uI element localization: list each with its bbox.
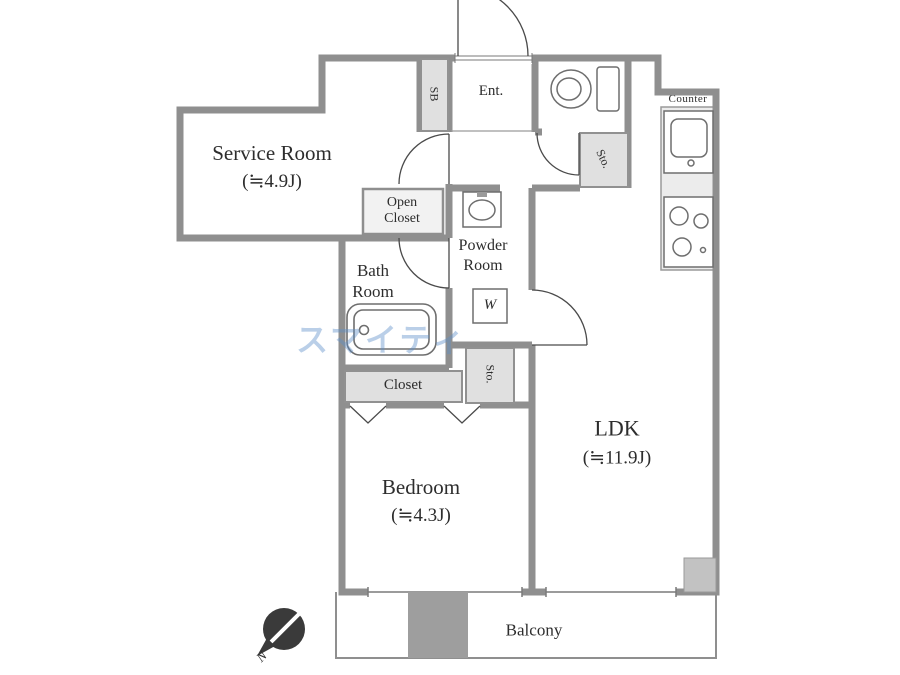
ldk-label: LDK (≒11.9J) bbox=[583, 412, 652, 471]
bedroom-name: Bedroom bbox=[381, 475, 461, 500]
washing-machine-label: W bbox=[483, 297, 497, 314]
entrance-door-arc bbox=[457, 0, 529, 57]
storage-inner-label: Sto. bbox=[483, 364, 498, 384]
bath-room-line1: Bath bbox=[356, 260, 390, 280]
powder-sink-icon bbox=[462, 191, 502, 228]
bath-room-line2: Room bbox=[352, 282, 394, 301]
bath-room-label: Bath Room bbox=[352, 260, 394, 303]
service-room-label: Service Room (≒4.9J) bbox=[212, 138, 332, 196]
balcony-pillar bbox=[408, 592, 468, 658]
bedroom-label: Bedroom (≒4.3J) bbox=[382, 472, 460, 530]
shoe-box-label: SB bbox=[427, 86, 442, 102]
washing-machine-icon bbox=[472, 288, 508, 324]
open-closet-box bbox=[361, 187, 445, 236]
open-closet-line1: Open bbox=[386, 194, 418, 210]
open-closet-label: Open Closet bbox=[384, 195, 420, 227]
stove-icon bbox=[663, 196, 714, 268]
shoe-box bbox=[420, 58, 449, 132]
outer-walls bbox=[176, 54, 720, 596]
toilet-door-arc bbox=[536, 132, 580, 176]
kitchen-sink-icon bbox=[663, 110, 714, 174]
folding-door-marks bbox=[349, 405, 481, 424]
site-watermark: スマイティ bbox=[296, 321, 468, 359]
bathtub-icon bbox=[346, 303, 437, 356]
closet-label: Closet bbox=[383, 377, 423, 394]
storage-hall-box bbox=[579, 132, 629, 188]
service-room-size: (≒4.9J) bbox=[242, 171, 302, 193]
balcony-label: Balcony bbox=[505, 620, 563, 640]
powder-room-line2: Room bbox=[463, 257, 503, 274]
entrance-label: Ent. bbox=[478, 83, 504, 100]
storage-inner-box bbox=[465, 347, 515, 404]
door-arcs bbox=[349, 0, 588, 424]
closet-box bbox=[344, 370, 463, 403]
service-room-door-arc bbox=[398, 133, 450, 185]
open-closet-line2: Closet bbox=[384, 211, 420, 226]
counter-label: Counter bbox=[668, 93, 708, 106]
ldk-door-arc bbox=[531, 289, 588, 346]
powder-room-label: Powder Room bbox=[459, 236, 508, 276]
balcony-outline bbox=[335, 592, 717, 659]
bathroom-door-arc bbox=[398, 237, 450, 289]
ldk-size: (≒11.9J) bbox=[582, 447, 652, 469]
compass-icon bbox=[257, 608, 305, 656]
powder-room-line1: Powder bbox=[458, 237, 508, 254]
toilet-icon bbox=[550, 66, 620, 112]
bedroom-size: (≒4.3J) bbox=[391, 505, 451, 527]
ldk-name: LDK bbox=[594, 415, 640, 441]
service-room-name: Service Room bbox=[212, 141, 332, 166]
ldk-pillar bbox=[683, 557, 717, 593]
